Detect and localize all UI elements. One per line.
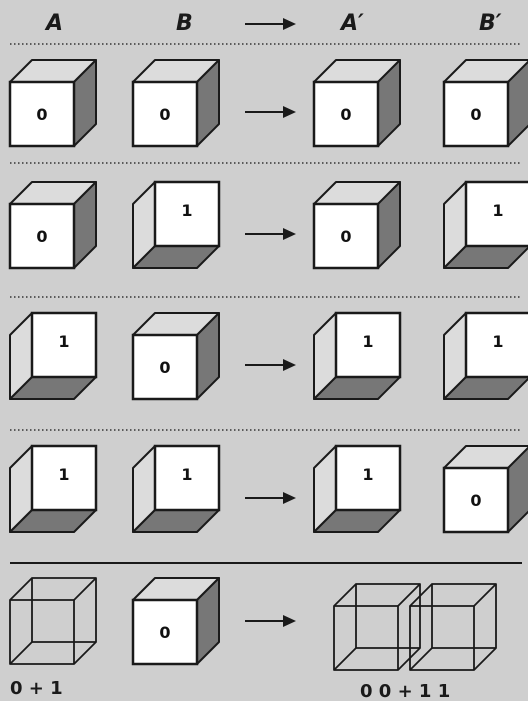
column-headers: A B A′ B′ [44,11,502,36]
cube-b-prime: 1 [444,313,528,399]
cube-a-prime: 0 [314,60,400,146]
wire-edge [334,648,356,670]
cube-a: 1 [10,313,96,399]
cube-digit: 1 [362,332,373,351]
header-a: A [44,11,63,36]
wire-edge [74,642,96,664]
cube-digit: 0 [36,105,47,124]
superposition-a-label: 0 + 1 [10,678,63,699]
table-row: 0 1 0 1 [10,182,528,268]
cube-digit: 0 [159,623,170,642]
wire-edge [474,584,496,606]
transform-arrow [245,492,296,504]
wire-edge [410,648,432,670]
wire-edge [74,578,96,600]
cube-digit: 0 [36,227,47,246]
transform-arrow [245,106,296,118]
cube-digit: 0 [340,105,351,124]
cube-b: 1 [133,182,219,268]
cube-a: 0 [10,60,96,146]
table-row: 0 0 0 0 [10,60,528,146]
cube-a-prime: 0 [314,182,400,268]
cube-digit: 0 [470,105,481,124]
cube-b-prime: 0 [444,60,528,146]
superposition-row: 0 + 1 0 0 + 1 1 0 [10,578,496,701]
wire-edge [398,648,420,670]
transform-arrow [245,228,296,240]
arrow-head [283,228,296,240]
cube-b-prime: 1 [444,182,528,268]
superposition-arrow [245,615,296,627]
cube-digit: 1 [58,465,69,484]
cube-a-prime: 1 [314,313,400,399]
cube-digit: 1 [492,332,503,351]
superposition-cube-a [10,578,96,664]
table-row: 1 0 1 1 [10,313,528,399]
cube-digit: 1 [58,332,69,351]
cube-digit: 1 [362,465,373,484]
wire-edge [474,648,496,670]
table-row: 1 1 1 0 [10,446,528,532]
header-arrow-head [283,18,296,30]
cube-b: 0 [133,60,219,146]
arrow-head [283,615,296,627]
cube-digit: 1 [492,201,503,220]
wire-edge [398,584,420,606]
header-a-prime: A′ [339,11,364,36]
cube-digit: 0 [470,491,481,510]
header-b: B [176,11,193,36]
wire-edge [10,642,32,664]
superposition-cube-b: 0 [133,578,219,664]
arrow-head [283,106,296,118]
wire-edge [334,584,356,606]
arrow-head [283,492,296,504]
cube-b-prime: 0 [444,446,528,532]
cube-a: 0 [10,182,96,268]
truth-table-rows: 0 0 0 0 0 1 0 1 1 0 1 1 1 1 1 0 [10,60,528,532]
cube-digit: 0 [340,227,351,246]
cube-digit: 0 [159,358,170,377]
cube-b: 0 [133,313,219,399]
cube-a: 1 [10,446,96,532]
superposition-result-label: 0 0 + 1 1 [360,681,450,701]
cube-a-prime: 1 [314,446,400,532]
cube-digit: 1 [181,465,192,484]
entangled-cube-left [334,584,420,670]
cube-b: 1 [133,446,219,532]
wire-edge [410,584,432,606]
wire-edge [10,578,32,600]
cube-digit: 1 [181,201,192,220]
transform-arrow [245,359,296,371]
entangled-cube-right [410,584,496,670]
arrow-head [283,359,296,371]
cube-digit: 0 [159,105,170,124]
header-b-prime: B′ [479,11,502,36]
